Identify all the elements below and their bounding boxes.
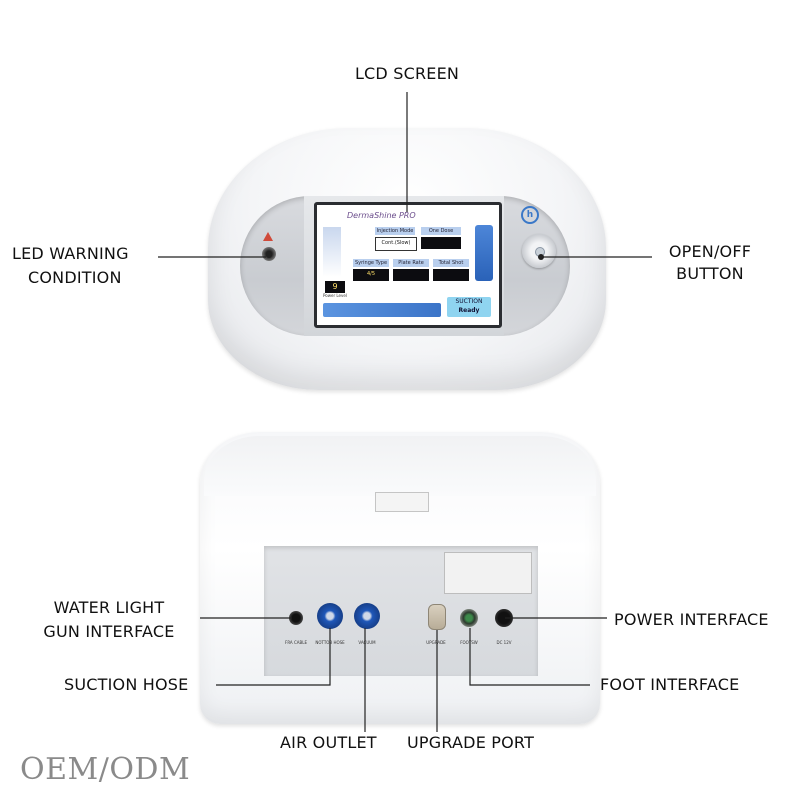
suction-ready-button[interactable]: SUCTION Ready — [447, 297, 491, 317]
label-air-outlet: AIR OUTLET — [280, 733, 377, 752]
upgrade-port[interactable] — [428, 604, 446, 630]
plate-rate-label: Plate Rate — [393, 259, 429, 267]
screen-mode-tabs[interactable] — [323, 303, 441, 317]
total-shot-label: Total Shot — [433, 259, 469, 267]
caption-foot: FOOTSW — [460, 640, 478, 645]
leader-dot-open-off — [538, 254, 544, 260]
screen-level-bar — [323, 227, 341, 277]
label-open-off-line2: BUTTON — [676, 264, 744, 283]
suction-hose-port[interactable] — [317, 603, 343, 629]
caption-air: VACUUM — [358, 640, 376, 645]
screen-brand: DermaShine PRO — [347, 211, 416, 220]
warning-triangle-icon — [263, 232, 273, 241]
label-water-light-line1: WATER LIGHT — [53, 598, 165, 617]
label-lcd-screen: LCD SCREEN — [354, 64, 460, 83]
caption-upgrade: UPGRADE — [426, 640, 446, 645]
leader-dot-led — [266, 252, 272, 258]
brand-logo-icon: h — [521, 206, 539, 224]
injection-mode-label: Injection Mode — [375, 227, 415, 235]
power-interface-port[interactable] — [495, 609, 513, 627]
label-open-off-line1: OPEN/OFF — [668, 242, 752, 261]
lcd-screen[interactable]: DermaShine PRO Injection Mode Cont.(Slow… — [314, 202, 502, 328]
rear-sticker — [375, 492, 429, 512]
suction-label: SUCTION — [455, 298, 483, 305]
screen-arrow-controls[interactable] — [475, 225, 493, 281]
oem-odm-watermark: OEM/ODM — [20, 752, 191, 787]
suction-status: Ready — [458, 307, 480, 314]
one-dose-value[interactable] — [421, 237, 461, 249]
one-dose-label: One Dose — [421, 227, 461, 235]
foot-interface-port[interactable] — [460, 609, 478, 627]
water-light-gun-port[interactable] — [289, 611, 303, 625]
caption-water-light: FRA CABLE — [285, 640, 307, 645]
label-power-interface: POWER INTERFACE — [614, 610, 769, 629]
label-led-warning-line2: CONDITION — [28, 268, 122, 287]
air-outlet-port[interactable] — [354, 603, 380, 629]
label-led-warning-line1: LED WARNING — [12, 244, 129, 263]
rear-device-top — [204, 436, 596, 496]
syringe-type-label: Syringe Type — [353, 259, 389, 267]
plate-rate-value[interactable] — [393, 269, 429, 281]
label-suction-hose: SUCTION HOSE — [64, 675, 189, 694]
total-shot-value[interactable] — [433, 269, 469, 281]
label-upgrade-port: UPGRADE PORT — [407, 733, 535, 752]
injection-mode-value[interactable]: Cont.(Slow) — [375, 237, 417, 251]
label-foot-interface: FOOT INTERFACE — [600, 675, 740, 694]
label-water-light-line2: GUN INTERFACE — [43, 622, 175, 641]
leader-foot-interface — [469, 628, 590, 686]
power-level-value: 9 — [325, 281, 345, 293]
syringe-type-value[interactable]: 4/5 — [353, 269, 389, 281]
caption-power: DC 12V — [496, 640, 512, 645]
power-level-label: Power Level — [323, 293, 347, 298]
leader-suction-hose — [216, 628, 331, 686]
rear-spec-plate — [444, 552, 532, 594]
